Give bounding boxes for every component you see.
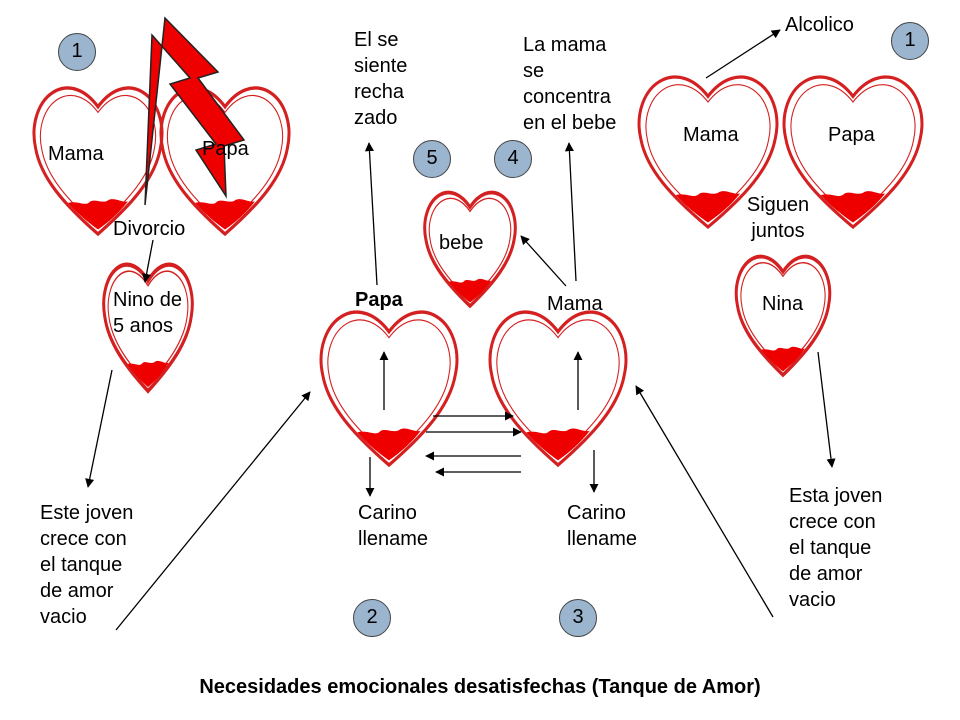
- arrow-right-outcome-to-wife: [635, 385, 774, 618]
- arrow-divorce-to-child: [142, 239, 154, 283]
- heart-wife: [488, 310, 628, 468]
- wife-label: Mama: [547, 293, 603, 315]
- right-father-label: Papa: [828, 124, 875, 146]
- arrow-right-child-to-outcome: [817, 351, 836, 468]
- left-child-label: Nino de 5 anos: [113, 289, 182, 337]
- heart-right-mother: [637, 75, 779, 230]
- arrow-wife-to-focus: [564, 142, 577, 282]
- arrow-outcome-to-husband: [115, 391, 311, 631]
- arrow-wife-to-baby: [520, 235, 567, 287]
- left-outcome-text: Este joven crece con el tanque de amor v…: [40, 502, 134, 628]
- heart-right-father: [782, 75, 924, 230]
- heart-right-child: [734, 254, 832, 378]
- heart-left-child: [102, 262, 194, 394]
- right-mother-label: Mama: [683, 124, 739, 146]
- arrow-husband-to-rejected: [364, 142, 378, 286]
- arrow-right-mother-to-alcoholic: [705, 29, 781, 79]
- mother-focus-text: La mama se concentra en el bebe: [523, 34, 617, 134]
- step-badge-right: 1: [891, 22, 929, 60]
- heart-baby: [423, 190, 517, 309]
- step-badge-5: 5: [413, 140, 451, 178]
- left-father-label: Papa: [202, 138, 249, 160]
- heart-left-mother: [32, 86, 164, 237]
- step-badge-3: 3: [559, 599, 597, 637]
- step-badge-4: 4: [494, 140, 532, 178]
- arrow-child-to-outcome: [85, 369, 113, 488]
- wife-need-text: Carino llename: [567, 502, 638, 550]
- alcoholic-label: Alcolico: [785, 14, 854, 36]
- divorce-label: Divorcio: [113, 218, 186, 240]
- right-child-label: Nina: [762, 293, 804, 315]
- diagram-title: Necesidades emocionales desatisfechas (T…: [199, 676, 761, 698]
- step-badge-left: 1: [58, 33, 96, 71]
- husband-label: Papa: [355, 289, 403, 311]
- step-badge-2: 2: [353, 599, 391, 637]
- husband-need-text: Carino llename: [358, 502, 429, 550]
- rejected-text: El se siente recha zado: [354, 29, 408, 129]
- still-together-label: Siguen juntos: [746, 194, 810, 242]
- lightning-bolt-icon: [144, 16, 246, 206]
- heart-husband: [319, 310, 459, 468]
- left-mother-label: Mama: [48, 143, 104, 165]
- right-outcome-text: Esta joven crece con el tanque de amor v…: [789, 485, 883, 611]
- baby-label: bebe: [439, 232, 484, 254]
